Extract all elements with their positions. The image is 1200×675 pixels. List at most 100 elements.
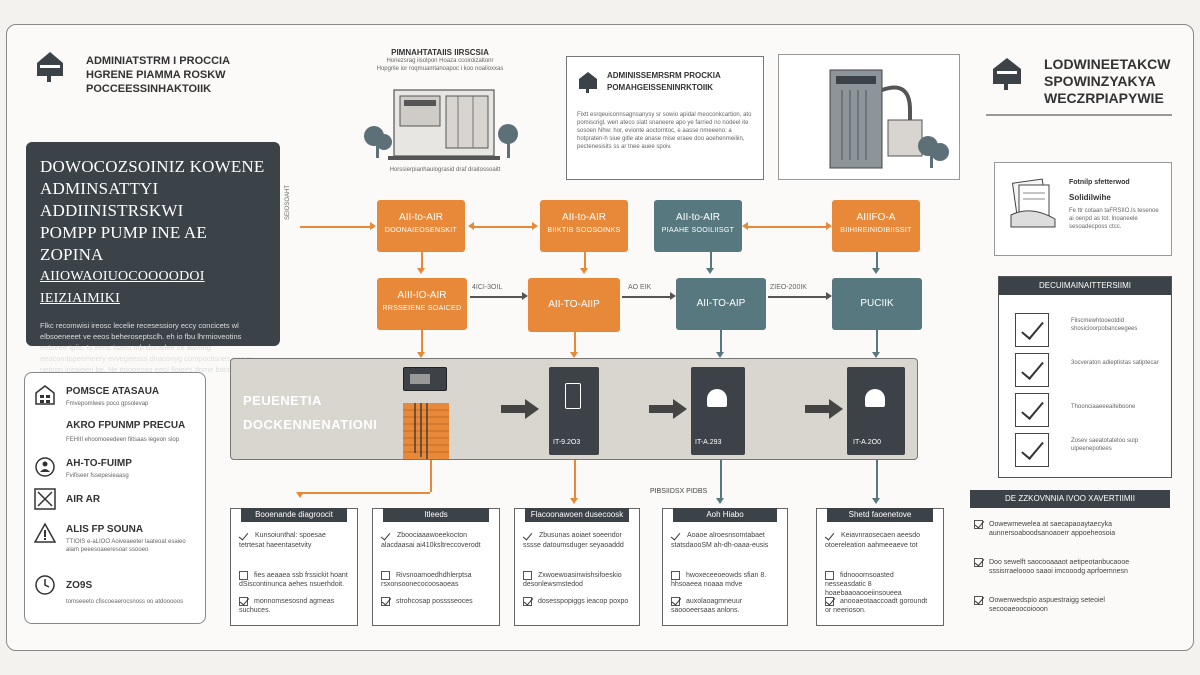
checklist-card-1: Booenande diagroocit Kunsoiunthal: spoes… (230, 508, 358, 626)
house-icon (993, 58, 1021, 90)
connector (622, 296, 670, 298)
arrow-head (742, 222, 748, 230)
dark-panel-line3: POMPP PUMP INE AE ZOPINA (40, 223, 207, 264)
connector (574, 332, 576, 352)
legend-sub: FEHIII ehoomoeedeen fiitsaas legeon slop (66, 437, 180, 443)
arrow-head (872, 352, 880, 358)
connector (720, 330, 722, 352)
documentation-band: PEUENETIA DOCKENNENATIONI IT-9.2O3 IT-A.… (230, 358, 918, 460)
card-row: anooaeotaaccoadt goroundt or neerioson. (825, 598, 928, 614)
checklist-card-5: Shetd faoenetove Keiavnraosecaen aeesdo … (816, 508, 944, 626)
legend-sub: TTIOIS e-aLIOO Aoiveaeeter laateoat esai… (66, 539, 186, 553)
band-arrow (805, 399, 843, 419)
info-card-title1: ADMINISSEMRSRM PROCKIA (607, 71, 721, 80)
checkbox-checked-icon[interactable] (381, 597, 390, 606)
checkbox-checked-icon[interactable] (671, 597, 680, 606)
arrow-head (570, 498, 578, 504)
connector (710, 252, 712, 268)
big-checkbox[interactable] (1015, 393, 1049, 427)
checklist-item: 3ocveraton adieptistas satiptecar (1071, 360, 1159, 366)
flow-box-r2-1[interactable]: AIII-IO-AIR RRSSEIENE SOAICED (377, 278, 467, 330)
flow-box-r2-3[interactable]: AII-TO-AIP (676, 278, 766, 330)
legend-sub: Fvifiseer fssepesieaasg (66, 473, 129, 479)
header-right-line2: SPOWINZYAKYA (1044, 73, 1156, 89)
legend-title: ALIS FP SOUNA (66, 524, 144, 535)
info-card-title2: POMAHGEISSENINRKTOIIK (607, 83, 714, 92)
legend-sub: Fmvepomlwes poco gpsolevap (66, 401, 149, 407)
checkbox-checked-icon[interactable] (825, 597, 834, 606)
flow-box-sublabel: RRSSEIENE SOAICED (382, 305, 462, 312)
checkbox-checked-icon[interactable] (974, 520, 983, 529)
doc-sub: Solidilwihe (1069, 193, 1111, 202)
flow-box-sublabel: PIAAHE SOOILIISGT (661, 227, 735, 234)
big-checkbox[interactable] (1015, 313, 1049, 347)
flow-box-r2-2[interactable]: AII-TO-AIIP (528, 278, 620, 332)
checklist-card-4: Aoh Hiabo Aoaoe alroesnsomtabaet statsda… (662, 508, 788, 626)
house-icon (37, 52, 63, 82)
checkbox-icon[interactable] (381, 571, 390, 580)
flow-box-label: AII-to-AIR (562, 212, 606, 223)
connector (746, 226, 826, 228)
card-row: monnomsesosnd agmeas suchuces. (239, 598, 335, 614)
check-icon (825, 531, 835, 541)
band-arrow (501, 399, 539, 419)
checkbox-checked-icon[interactable] (974, 596, 983, 605)
device-1: IT-9.2O3 (549, 367, 599, 455)
document-stack-icon (1010, 178, 1056, 228)
list-header: DE ZZKOVNNIA IVOO XAVERTIIMII (970, 490, 1170, 508)
arrow-head (872, 268, 880, 274)
device-2-label: IT-A.293 (695, 439, 722, 446)
list-item: Oowewmewelea at saecapaoaytaecyka aunner… (989, 521, 1116, 537)
flow-box-r1-4[interactable]: AIIIFO-A BIIHIREINIOIBIISSIT (832, 200, 920, 252)
checkbox-icon[interactable] (239, 571, 248, 580)
flow-box-label: PUCIIK (860, 298, 894, 309)
flow-label: 4ICI-3OIL (472, 284, 503, 291)
connector (720, 460, 722, 498)
unit1-sub2: Hopgrile ior roqmuamtanoapoc i koo noali… (376, 66, 504, 72)
card-header: Shetd faoenetove (827, 508, 933, 522)
flow-label: AO EIK (628, 284, 652, 291)
arrow-head (296, 492, 304, 498)
card-row: dosesspopiggs ieacop poxpo (538, 598, 629, 605)
x-icon (34, 488, 56, 510)
flow-box-r1-1[interactable]: AII-to-AIR DOONAIEOSENSKIT (377, 200, 465, 252)
device-2: IT-A.293 (691, 367, 745, 455)
flow-box-r2-4[interactable]: PUCIIK (832, 278, 922, 330)
arrow-head (417, 352, 425, 358)
header-left-line1: ADMINIATSTRM I PROCCIA (86, 55, 231, 67)
connector (574, 460, 576, 498)
arrow-head (532, 222, 538, 230)
checkbox-checked-icon[interactable] (974, 558, 983, 567)
flow-box-sublabel: BIIKTIB SOOSOINKS (547, 227, 621, 234)
arrow-head (417, 268, 425, 274)
checkbox-checked-icon[interactable] (239, 597, 248, 606)
connector (584, 252, 586, 268)
arrow-head (716, 498, 724, 504)
checkbox-icon[interactable] (523, 571, 532, 580)
building-icon (35, 385, 55, 405)
unit1-title: PIMNAHTATAIIS IIRSCSIA (391, 48, 489, 57)
air-handler-unit-illustration (364, 89, 518, 160)
checkbox-icon[interactable] (825, 571, 834, 580)
checkbox-checked-icon[interactable] (523, 597, 532, 606)
card-header: Aoh Hiabo (673, 508, 777, 522)
big-checkbox[interactable] (1015, 353, 1049, 387)
legend-sub: tomseeeto cfiscoeaerocsnoss oo atdooooos (66, 599, 184, 605)
person-icon (35, 457, 55, 477)
connector (472, 226, 532, 228)
flow-box-r1-3[interactable]: AII-to-AIR PIAAHE SOOILIISGT (654, 200, 742, 252)
dark-panel-line2: ADMINSATTYI ADDIINISTRSKWI (40, 179, 184, 220)
checkbox-icon[interactable] (671, 571, 680, 580)
arrow-head (716, 352, 724, 358)
flow-box-label: AIII-IO-AIR (397, 290, 447, 301)
striped-block (403, 403, 449, 459)
warning-icon (34, 522, 56, 543)
big-checkbox[interactable] (1015, 433, 1049, 467)
checklist-header: DECUIMAINAITTERSIIMI (999, 277, 1171, 295)
flow-box-sublabel: BIIHIREINIOIBIISSIT (840, 227, 912, 234)
card-row: fidnooornsoasted nesseasdatic 8 hoaebaao… (825, 572, 902, 597)
device-3-label: IT-A.2O0 (853, 439, 882, 446)
list-item: Oowenwedspio aspuestraigg seteoiel secoo… (989, 597, 1105, 613)
legend-title: AIR AR (66, 494, 101, 505)
flow-box-r1-2[interactable]: AII-to-AIR BIIKTIB SOOSOINKS (540, 200, 628, 252)
